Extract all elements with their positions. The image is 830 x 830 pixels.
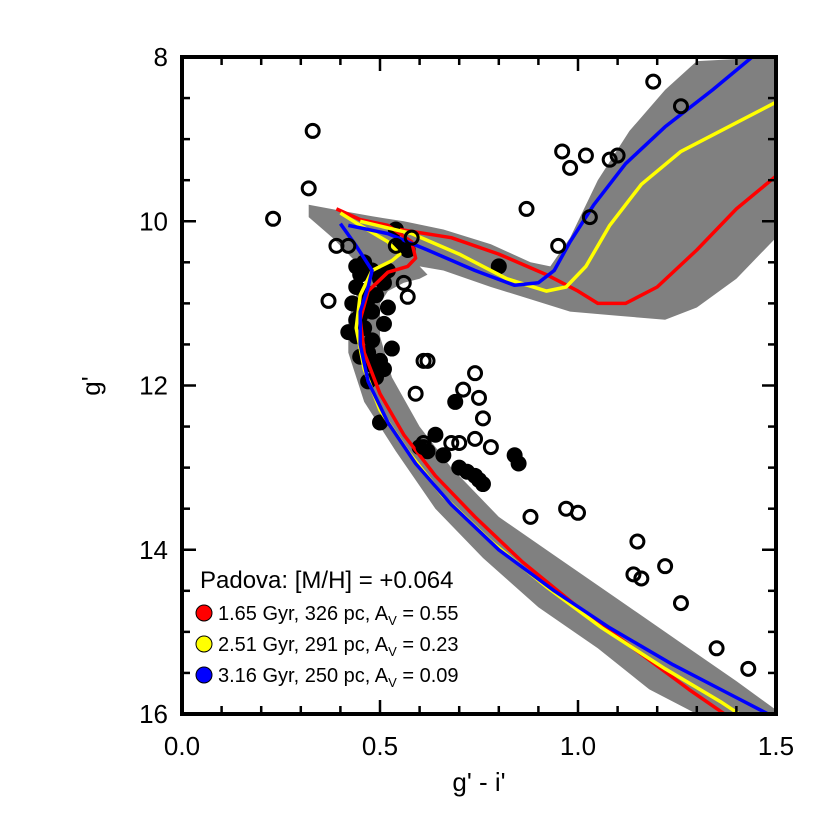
y-tick-label: 12 [139, 371, 168, 401]
member-star-point [447, 393, 464, 410]
isochrone-line [399, 174, 776, 306]
isochrone-envelope-band [308, 57, 776, 714]
member-star-point [368, 287, 385, 304]
nonmember-star-point [265, 210, 282, 227]
y-tick-label: 8 [154, 42, 168, 72]
member-star-point [510, 455, 527, 472]
nonmember-star-point [672, 98, 689, 115]
legend-entry: 1.65 Gyr, 326 pc, AV = 0.55 [218, 603, 459, 628]
nonmember-star-point [672, 595, 689, 612]
member-star-point [375, 361, 392, 378]
nonmember-star-point [522, 508, 539, 525]
nonmember-stars [265, 73, 757, 677]
nonmember-star-point [625, 566, 642, 583]
nonmember-star-point [467, 365, 484, 382]
x-tick-label: 0.5 [362, 731, 398, 761]
x-axis-ticks [180, 57, 778, 714]
nonmember-star-point [407, 385, 424, 402]
x-axis-tick-labels: 0.0 0.5 1.0 1.5 [164, 731, 794, 761]
legend-marker [195, 666, 213, 684]
nonmember-star-point [633, 570, 650, 587]
isochrone-line [359, 100, 776, 293]
member-star-point [383, 340, 400, 357]
nonmember-star-point [609, 147, 626, 164]
isochrone-line [347, 57, 754, 288]
x-tick-label: 1.5 [758, 731, 794, 761]
legend-title: Padova: [M/H] = +0.064 [200, 567, 454, 594]
member-star-point [379, 299, 396, 316]
plot-area [265, 57, 776, 714]
x-tick-label: 1.0 [560, 731, 596, 761]
nonmember-star-point [304, 122, 321, 139]
nonmember-star-point [328, 237, 345, 254]
member-star-point [375, 315, 392, 332]
nonmember-star-point [708, 640, 725, 657]
member-star-point [435, 447, 452, 464]
nonmember-star-point [482, 439, 499, 456]
nonmember-star-point [415, 434, 432, 451]
y-tick-label: 14 [139, 535, 168, 565]
member-star-point [364, 332, 381, 349]
nonmember-star-point [320, 292, 337, 309]
nonmember-star-point [419, 352, 436, 369]
nonmember-star-point [562, 159, 579, 176]
x-tick-label: 0.0 [164, 731, 200, 761]
y-axis-tick-labels: 8 10 12 14 16 [139, 42, 168, 729]
y-axis-ticks [182, 55, 776, 716]
member-star-point [344, 295, 361, 312]
member-star-point [474, 476, 491, 493]
y-tick-label: 16 [139, 699, 168, 729]
nonmember-star-point [554, 143, 571, 160]
nonmember-star-point [387, 237, 404, 254]
nonmember-star-point [518, 200, 535, 217]
member-star-point [364, 303, 381, 320]
nonmember-star-point [395, 274, 412, 291]
nonmember-star-point [570, 504, 586, 521]
legend-entry: 3.16 Gyr, 250 pc, AV = 0.09 [218, 665, 459, 690]
legend-entry: 2.51 Gyr, 291 pc, AV = 0.23 [218, 634, 459, 659]
nonmember-star-point [645, 73, 662, 90]
legend-marker [195, 635, 213, 653]
nonmember-star-point [601, 151, 618, 168]
nonmember-star-point [474, 410, 491, 427]
nonmember-star-point [403, 229, 420, 246]
nonmember-star-point [740, 660, 757, 677]
nonmember-star-point [451, 434, 468, 451]
y-tick-label: 10 [139, 206, 168, 236]
nonmember-star-point [577, 147, 594, 164]
nonmember-star-point [581, 209, 598, 226]
nonmember-star-point [629, 533, 646, 550]
legend: Padova: [M/H] = +0.064 1.65 Gyr, 326 pc,… [195, 567, 459, 690]
isochrone-line [338, 222, 772, 714]
member-star-point [490, 258, 507, 275]
legend-marker [195, 604, 213, 622]
nonmember-star-point [443, 434, 460, 451]
nonmember-star-point [455, 381, 472, 398]
nonmember-star-point [471, 389, 487, 406]
y-axis-title: g' [76, 376, 106, 395]
member-star-point [427, 426, 444, 443]
x-axis-title: g' - i' [452, 767, 505, 797]
nonmember-star-point [300, 180, 317, 197]
nonmember-star-point [550, 237, 567, 254]
nonmember-star-point [467, 430, 484, 447]
nonmember-star-point [657, 558, 674, 575]
nonmember-star-point [399, 288, 416, 305]
